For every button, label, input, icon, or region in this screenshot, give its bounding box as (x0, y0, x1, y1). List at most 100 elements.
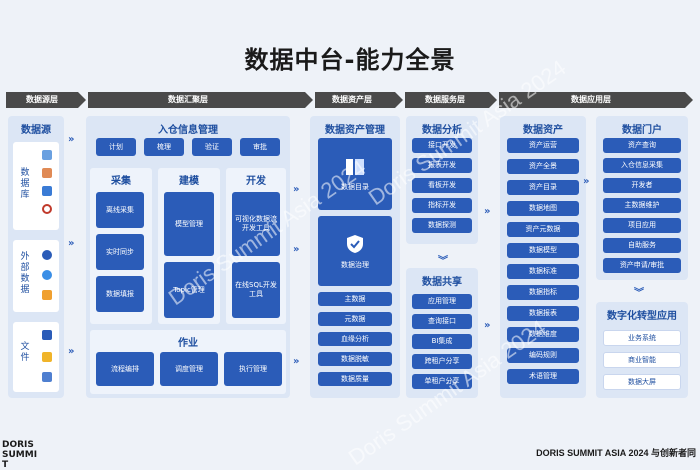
arrow-icon: » (484, 206, 491, 217)
asset-item[interactable]: 资产全景 (507, 159, 579, 174)
file-icon (42, 372, 52, 382)
portal-item[interactable]: 主数据维护 (603, 198, 681, 213)
flow-orchestrate-button[interactable]: 流程编排 (96, 352, 154, 386)
portal-item[interactable]: 资产查询 (603, 138, 681, 153)
folder-icon (42, 352, 52, 362)
app-mgmt-button[interactable]: 应用管理 (412, 294, 472, 309)
file-icon (42, 330, 52, 340)
portal-item[interactable]: 入仓信息采集 (603, 158, 681, 173)
visual-flow-button[interactable]: 可视化数据流开发工具 (232, 192, 280, 256)
asset-item[interactable]: 数据地图 (507, 201, 579, 216)
digital-title: 数字化转型应用 (607, 311, 677, 322)
quality-button[interactable]: 数据质量 (318, 372, 392, 386)
bi-integration-button[interactable]: BI集成 (412, 334, 472, 349)
api-dev-button[interactable]: 接口开发 (412, 138, 472, 153)
exec-mgmt-button[interactable]: 执行管理 (224, 352, 282, 386)
single-tenant-button[interactable]: 单租户分享 (412, 374, 472, 389)
band-chevron (305, 92, 313, 108)
big-screen-button[interactable]: 数据大屏 (603, 374, 681, 390)
arrow-icon: » (293, 184, 300, 195)
band-service: 数据服务层 (405, 92, 489, 108)
job-title: 作业 (178, 338, 198, 349)
metadata-button[interactable]: 元数据 (318, 312, 392, 326)
arrow-icon: » (68, 238, 75, 249)
asset-item[interactable]: 术语管理 (507, 369, 579, 384)
asset-item[interactable]: 资产运营 (507, 138, 579, 153)
collect-title: 采集 (111, 176, 131, 187)
asset-item[interactable]: 数据报表 (507, 306, 579, 321)
portal-title: 数据门户 (622, 125, 662, 136)
asset-item[interactable]: 编码规则 (507, 348, 579, 363)
share-title: 数据共享 (422, 277, 462, 288)
data-probe-button[interactable]: 数据探测 (412, 218, 472, 233)
asset-mgmt-title: 数据资产管理 (325, 125, 385, 136)
source-panel: 数据源 数据库 外部数据 文件 (8, 116, 64, 398)
query-api-button[interactable]: 查询接口 (412, 314, 472, 329)
footer-event: DORIS SUMMIT ASIA 2024 与创新者同 (536, 448, 696, 458)
shield-icon (347, 234, 363, 253)
sort-button[interactable]: 梳理 (144, 138, 184, 156)
arrow-icon: » (484, 320, 491, 331)
ext-icon (42, 250, 52, 260)
metric-dev-button[interactable]: 指标开发 (412, 198, 472, 213)
business-system-button[interactable]: 业务系统 (603, 330, 681, 346)
assets-title: 数据资产 (523, 125, 563, 136)
asset-item[interactable]: 资产元数据 (507, 222, 579, 237)
catalog-button[interactable]: 数据目录 (318, 138, 392, 210)
schedule-mgmt-button[interactable]: 调度管理 (160, 352, 218, 386)
realtime-sync-button[interactable]: 实时同步 (96, 234, 144, 270)
portal-item[interactable]: 项目应用 (603, 218, 681, 233)
arrow-icon: » (293, 244, 300, 255)
arrow-icon: » (68, 134, 75, 145)
online-sql-button[interactable]: 在线SQL开发工具 (232, 262, 280, 318)
asset-item[interactable]: 数据标准 (507, 264, 579, 279)
page-title: 数据中台-能力全景 (244, 46, 456, 74)
cross-tenant-button[interactable]: 跨租户分享 (412, 354, 472, 369)
plan-button[interactable]: 计划 (96, 138, 136, 156)
offline-collect-button[interactable]: 离线采集 (96, 192, 144, 228)
band-gather: 数据汇聚层 (88, 92, 305, 108)
portal-item[interactable]: 资产申请/审批 (603, 258, 681, 273)
band-app: 数据应用层 (499, 92, 685, 108)
band-chevron (489, 92, 497, 108)
portal-panel: 数据门户 资产查询 入仓信息采集 开发者 主数据维护 项目应用 自助服务 资产申… (596, 116, 688, 280)
topic-mgmt-button[interactable]: Topic管理 (164, 262, 214, 318)
asset-item[interactable]: 数据指标 (507, 285, 579, 300)
approve-button[interactable]: 审批 (240, 138, 280, 156)
ext-icon (42, 290, 52, 300)
ext-label: 外部数据 (20, 252, 30, 295)
bi-button[interactable]: 商业智能 (603, 352, 681, 368)
portal-item[interactable]: 自助服务 (603, 238, 681, 253)
db-label: 数据库 (20, 168, 30, 200)
masking-button[interactable]: 数据脱敏 (318, 352, 392, 366)
verify-button[interactable]: 验证 (192, 138, 232, 156)
file-label: 文件 (20, 342, 30, 363)
digital-panel: 数字化转型应用 业务系统 商业智能 数据大屏 (596, 302, 688, 398)
band-chevron (395, 92, 403, 108)
asset-item[interactable]: 数据维度 (507, 327, 579, 342)
assets-panel: 数据资产 资产运营 资产全景 资产目录 数据地图 资产元数据 数据模型 数据标准… (500, 116, 586, 398)
band-chevron (685, 92, 693, 108)
band-source: 数据源层 (6, 92, 78, 108)
govern-button[interactable]: 数据治理 (318, 216, 392, 286)
db-icon (42, 168, 52, 178)
asset-mgmt-panel: 数据资产管理 数据目录 数据治理 主数据 元数据 血缘分析 数据脱敏 数据质量 (310, 116, 400, 398)
footer-logo: DORIS SUMMIT (2, 440, 38, 470)
analysis-panel: 数据分析 接口开发 报表开发 看板开发 指标开发 数据探测 (406, 116, 478, 244)
dev-title: 开发 (246, 176, 266, 187)
model-mgmt-button[interactable]: 模型管理 (164, 192, 214, 256)
lineage-button[interactable]: 血缘分析 (318, 332, 392, 346)
mysql-icon (42, 150, 52, 160)
report-dev-button[interactable]: 报表开发 (412, 158, 472, 173)
portal-item[interactable]: 开发者 (603, 178, 681, 193)
share-panel: 数据共享 应用管理 查询接口 BI集成 跨租户分享 单租户分享 (406, 268, 478, 398)
asset-item[interactable]: 资产目录 (507, 180, 579, 195)
data-fill-button[interactable]: 数据填报 (96, 276, 144, 312)
board-dev-button[interactable]: 看板开发 (412, 178, 472, 193)
model-title: 建模 (179, 176, 199, 187)
band-asset: 数据资产层 (315, 92, 395, 108)
arrow-down-icon: ︾ (634, 288, 644, 299)
arrow-icon: » (583, 176, 590, 187)
master-data-button[interactable]: 主数据 (318, 292, 392, 306)
asset-item[interactable]: 数据模型 (507, 243, 579, 258)
